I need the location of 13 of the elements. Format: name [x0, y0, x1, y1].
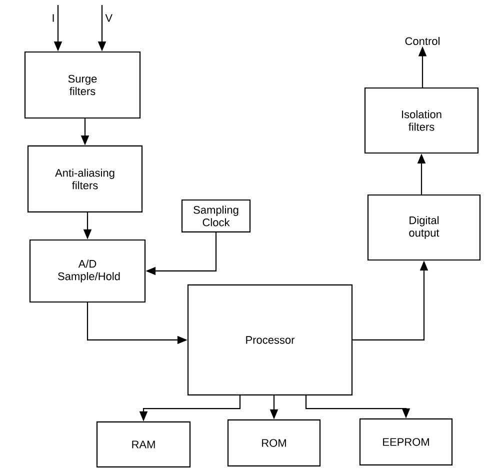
process-box: Anti-aliasing filters	[27, 145, 143, 213]
process-box: Sampling Clock	[181, 199, 251, 233]
process-box: RAM	[96, 421, 191, 468]
process-box: Surge filters	[24, 51, 141, 119]
edge-label: V	[104, 13, 114, 23]
edge-label: I	[50, 13, 56, 23]
process-box: Digital output	[367, 194, 481, 261]
process-box: Isolation filters	[364, 87, 479, 154]
process-box: A/D Sample/Hold	[29, 239, 146, 303]
process-box: ROM	[227, 419, 321, 467]
process-box: EEPROM	[359, 418, 453, 466]
output-label: Control	[405, 36, 440, 46]
process-box: Processor	[187, 284, 353, 396]
